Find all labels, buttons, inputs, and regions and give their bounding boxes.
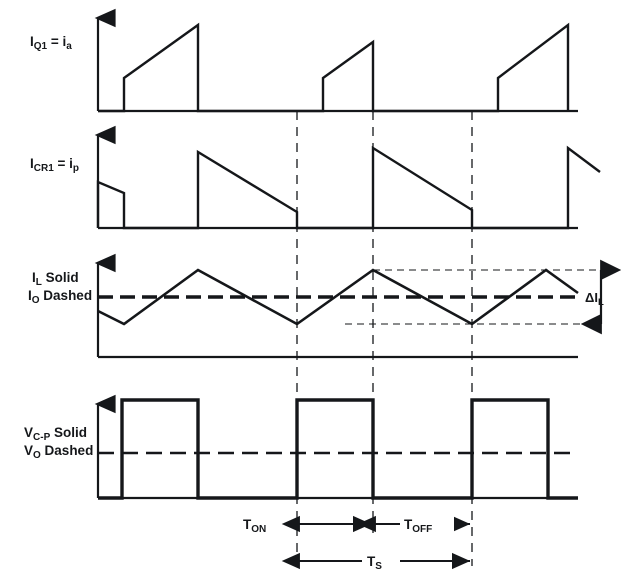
waveform-vcp-label-solid: VC-P Solid	[24, 425, 87, 443]
waveform-io-label-dashed: IO Dashed	[28, 288, 92, 306]
waveform-icr1-label: ICR1 = ip	[30, 156, 79, 174]
waveform-icr1-group: ICR1 = ip	[30, 125, 601, 230]
waveform-vcp-trace	[98, 398, 578, 500]
waveform-vo-label-dashed: VO Dashed	[24, 443, 93, 461]
toff-label-backdrop	[400, 513, 454, 533]
waveform-vcp-group: VC-P Solid VO Dashed	[24, 394, 578, 500]
waveform-iq1-label: IQ1 = ia	[30, 34, 72, 52]
timing-annotations-group: TON TOFF TS	[243, 513, 471, 572]
waveform-il-label-solid: IL Solid	[32, 270, 79, 288]
waveform-iq1-group: IQ1 = ia	[30, 8, 578, 113]
cycle-marker-lines-group	[296, 111, 473, 566]
waveform-il-trace	[97, 268, 579, 326]
ts-label-backdrop	[362, 550, 400, 570]
waveform-iq1-trace	[98, 22, 570, 113]
waveform-icr1-trace	[96, 145, 601, 230]
ton-label: TON	[243, 517, 266, 535]
waveform-il-group: IL Solid IO Dashed ΔIL	[28, 253, 622, 359]
